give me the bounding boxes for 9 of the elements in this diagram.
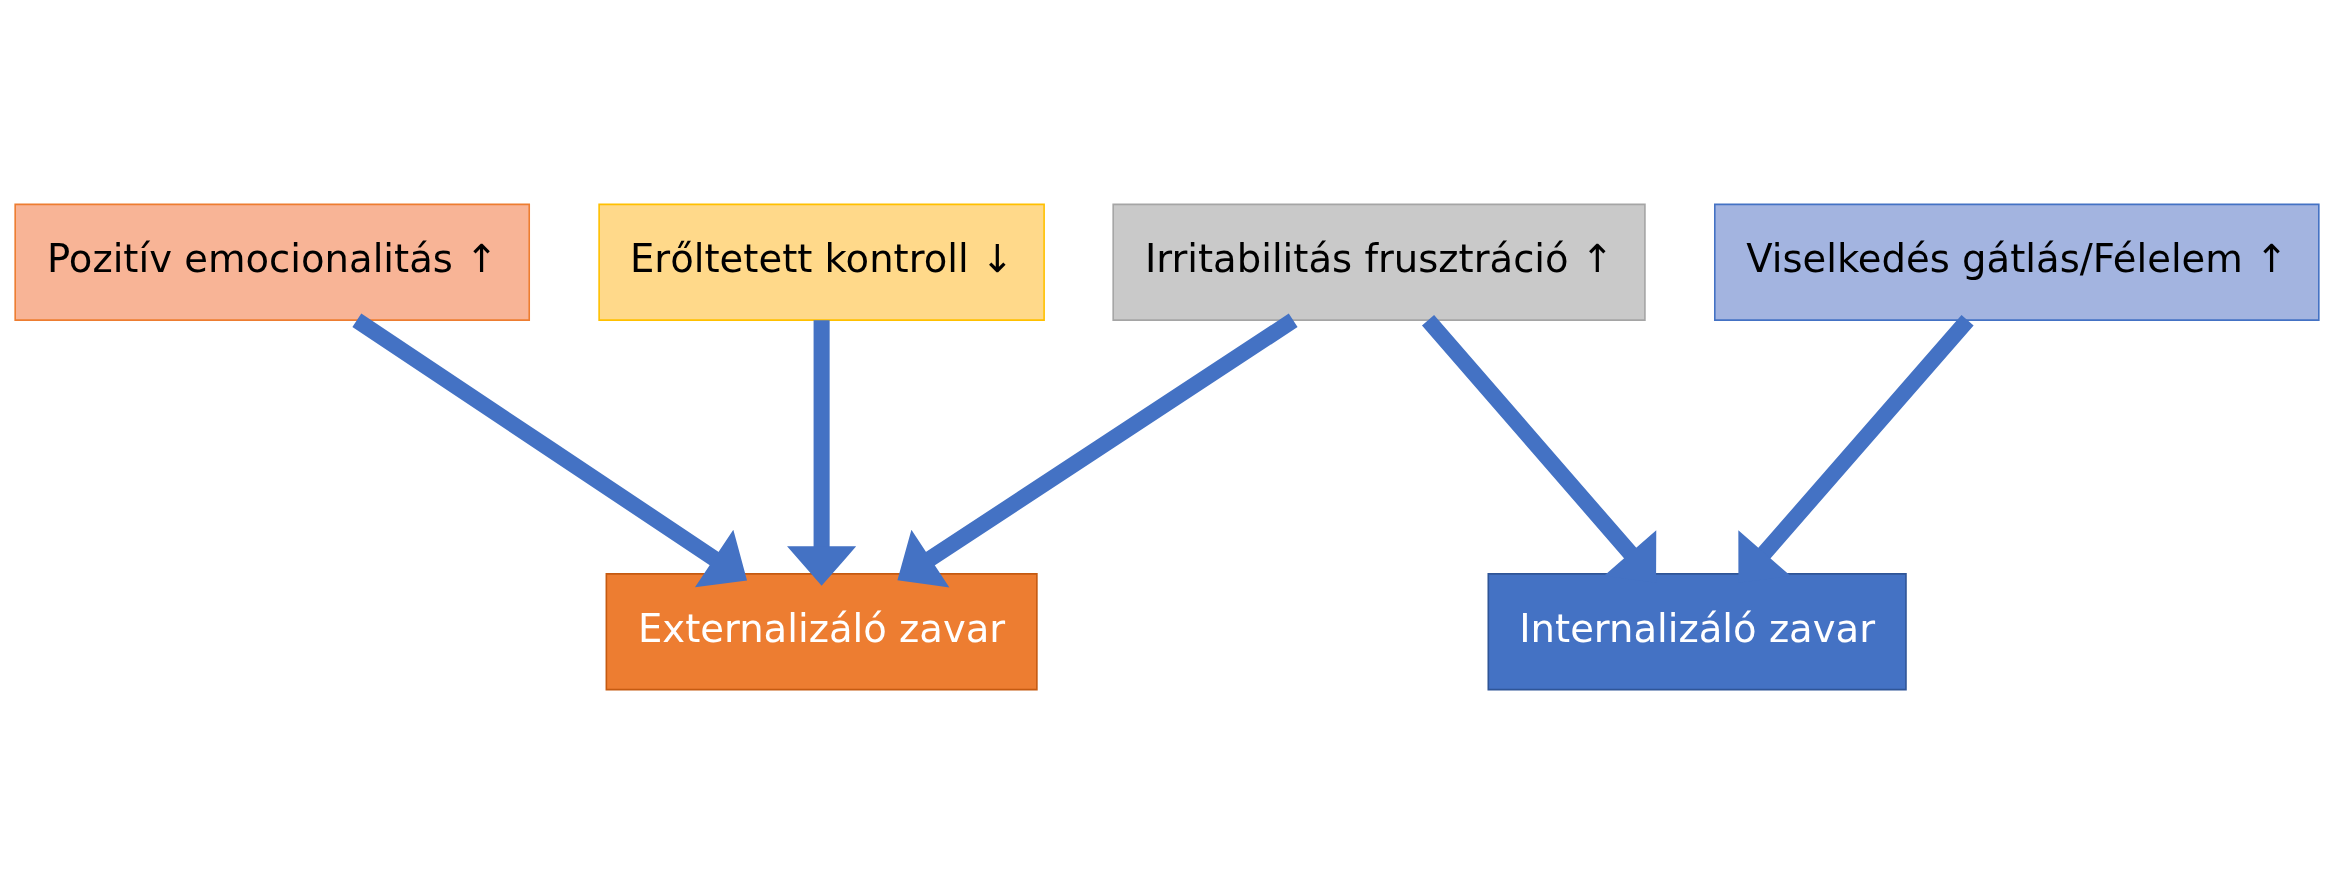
arrow xyxy=(787,319,857,586)
node-box: Internalizáló zavar xyxy=(1487,572,1907,690)
node-box: Viselkedés gátlás/Félelem ↑ xyxy=(1714,203,2320,321)
arrow xyxy=(352,313,747,587)
node-box: Externalizáló zavar xyxy=(605,572,1038,690)
node-box: Erőltetett kontroll ↓ xyxy=(598,203,1045,321)
arrow xyxy=(897,313,1298,588)
node-box: Irritabilitás frusztráció ↑ xyxy=(1112,203,1646,321)
node-box: Pozitív emocionalitás ↑ xyxy=(14,203,531,321)
